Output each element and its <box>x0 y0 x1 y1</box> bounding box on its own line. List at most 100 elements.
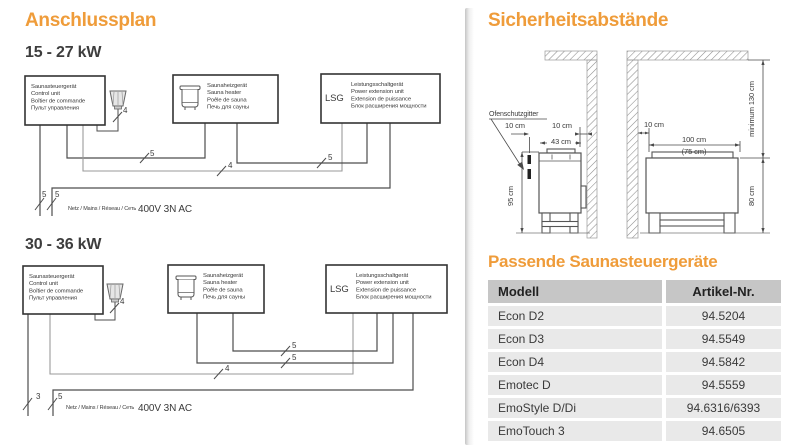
table-header-row: Modell Artikel-Nr. <box>488 280 781 303</box>
model-cell: Econ D3 <box>488 329 662 349</box>
control-unit-line: Boîtier de commande <box>29 288 84 294</box>
heater-line: Saunaheizgerät <box>207 83 247 89</box>
heater-line: Печь для сауны <box>207 105 249 111</box>
dim-label-10cm: 10 cm <box>644 120 664 129</box>
dimensions: 10 cm 10 cm 43 cm 95 cm <box>505 121 592 233</box>
dim-label-43cm: 43 cm <box>551 137 571 146</box>
dim-label-min-130cm: minimum 130 cm <box>747 81 756 137</box>
heater-front-view <box>640 151 770 234</box>
lsg-line: Extension de puissance <box>351 96 412 102</box>
wire-label: 4 <box>228 161 233 170</box>
model-cell: EmoTouch 3 <box>488 421 662 441</box>
heater-icon <box>179 85 201 110</box>
wall-hatch <box>544 50 598 239</box>
lsg-line: Extension de puissance <box>356 287 417 293</box>
wires <box>34 108 391 216</box>
matching-controls-title: Passende Saunasteuergeräte <box>488 252 718 271</box>
dimensions: 10 cm 100 cm (75 cm) minimum 130 cm 80 c… <box>638 59 770 233</box>
lsg-line: Power extension unit <box>356 280 409 286</box>
voltage-label: 400V 3N AC <box>138 204 192 215</box>
table-row: Econ D3 94.5549 <box>488 329 781 349</box>
heater-side-view <box>516 148 590 234</box>
table-row: EmoStyle D/Di 94.6316/6393 <box>488 398 781 418</box>
table-header-model: Modell <box>488 280 662 303</box>
heater-line: Poêle de sauna <box>207 97 247 103</box>
control-unit-box: Saunasteuergerät Control unit Boîtier de… <box>24 75 106 126</box>
artnr-cell: 94.5559 <box>666 375 781 395</box>
voltage-label: 400V 3N AC <box>138 403 192 414</box>
wire-label: 3 <box>36 392 41 401</box>
dim-label-75cm: (75 cm) <box>682 147 707 156</box>
artnr-cell: 94.6316/6393 <box>666 398 781 418</box>
connection-plan-title: Anschlussplan <box>25 10 157 31</box>
mains-label: Netz / Mains / Réseau / Сеть <box>68 206 136 212</box>
dim-label-100cm: 100 cm <box>682 135 706 144</box>
wire-label: 5 <box>58 392 63 401</box>
safety-distances-title: Sicherheitsabstände <box>488 10 669 31</box>
lsg-box: LSG Leistungsschaltgerät Power extension… <box>320 73 441 124</box>
wires <box>22 302 414 416</box>
sauna-heater-box: Saunaheizgerät Sauna heater Poêle de sau… <box>167 264 265 314</box>
table-row: EmoTouch 3 94.6505 <box>488 421 781 441</box>
wiring-diagram-15-27kw: 5 4 5 5 5 4 Saunasteuergerät Control uni… <box>24 73 441 216</box>
wire-label: 5 <box>55 190 60 199</box>
sauna-heater-box: Saunaheizgerät Sauna heater Poêle de sau… <box>172 74 279 124</box>
control-unit-line: Control unit <box>31 91 60 97</box>
table-row: Emotec D 94.5559 <box>488 375 781 395</box>
wire-label: 5 <box>292 353 297 362</box>
artnr-cell: 94.5549 <box>666 329 781 349</box>
safety-diagram-side-view: Ofenschutzgitter 10 cm 10 cm 43 cm 95 cm <box>489 50 598 239</box>
artnr-cell: 94.5204 <box>666 306 781 326</box>
lsg-line: Блок расширения мощности <box>356 295 431 301</box>
wire-label: 5 <box>292 341 297 350</box>
model-cell: Econ D4 <box>488 352 662 372</box>
heater-line: Sauna heater <box>203 280 237 286</box>
mains-labels: Netz / Mains / Réseau / Сеть 400V 3N AC <box>66 403 192 414</box>
power-range-2-label: 30 - 36 kW <box>25 236 102 253</box>
safety-diagram-front-view: 10 cm 100 cm (75 cm) minimum 130 cm 80 c… <box>626 50 770 239</box>
control-unit-line: Control unit <box>29 281 58 287</box>
dim-label-80cm: 80 cm <box>747 186 756 206</box>
heater-icon <box>175 275 197 300</box>
dim-label-10cm: 10 cm <box>505 121 525 130</box>
heater-line: Sauna heater <box>207 90 241 96</box>
wire-number-labels: 5 4 5 5 5 4 <box>42 106 333 199</box>
heater-line: Saunaheizgerät <box>203 273 243 279</box>
control-unit-line: Saunasteuergerät <box>31 84 77 90</box>
wire-label: 5 <box>42 190 47 199</box>
wire-label: 4 <box>225 364 230 373</box>
mains-label: Netz / Mains / Réseau / Сеть <box>66 405 134 411</box>
artnr-cell: 94.6505 <box>666 421 781 441</box>
heater-line: Печь для сауны <box>203 295 245 301</box>
heater-line: Poêle de sauna <box>203 287 243 293</box>
control-unit-line: Boîtier de commande <box>31 98 86 104</box>
wiring-diagram-30-36kw: 4 5 5 3 5 4 Saunasteuergerät Control uni… <box>22 264 448 416</box>
model-cell: EmoStyle D/Di <box>488 398 662 418</box>
artnr-cell: 94.5842 <box>666 352 781 372</box>
wire-label: 4 <box>123 106 128 115</box>
page-fold-divider <box>465 8 474 445</box>
mains-labels: Netz / Mains / Réseau / Сеть 400V 3N AC <box>68 204 192 215</box>
model-cell: Emotec D <box>488 375 662 395</box>
model-cell: Econ D2 <box>488 306 662 326</box>
wire-number-labels: 4 5 5 3 5 4 <box>36 297 297 401</box>
lsg-abbr: LSG <box>325 93 344 104</box>
sauna-lamp-icon <box>109 90 127 110</box>
dim-label-10cm: 10 cm <box>552 121 572 130</box>
lsg-box: LSG Leistungsschaltgerät Power extension… <box>325 264 448 314</box>
control-unit-box: Saunasteuergerät Control unit Boîtier de… <box>22 265 104 315</box>
wire-label: 5 <box>328 153 333 162</box>
sauna-lamp-icon <box>106 283 124 303</box>
table-row: Econ D4 94.5842 <box>488 352 781 372</box>
control-unit-line: Saunasteuergerät <box>29 274 75 280</box>
table-row: Econ D2 94.5204 <box>488 306 781 326</box>
wall-hatch <box>626 50 749 239</box>
lsg-abbr: LSG <box>330 284 349 295</box>
control-unit-line: Пульт управления <box>29 296 77 302</box>
control-units-table: Modell Artikel-Nr. Econ D2 94.5204 Econ … <box>488 280 781 444</box>
grille-label: Ofenschutzgitter <box>489 111 539 118</box>
power-range-1-label: 15 - 27 kW <box>25 44 102 61</box>
lsg-line: Блок расширения мощности <box>351 104 426 110</box>
dim-label-95cm: 95 cm <box>506 186 515 206</box>
